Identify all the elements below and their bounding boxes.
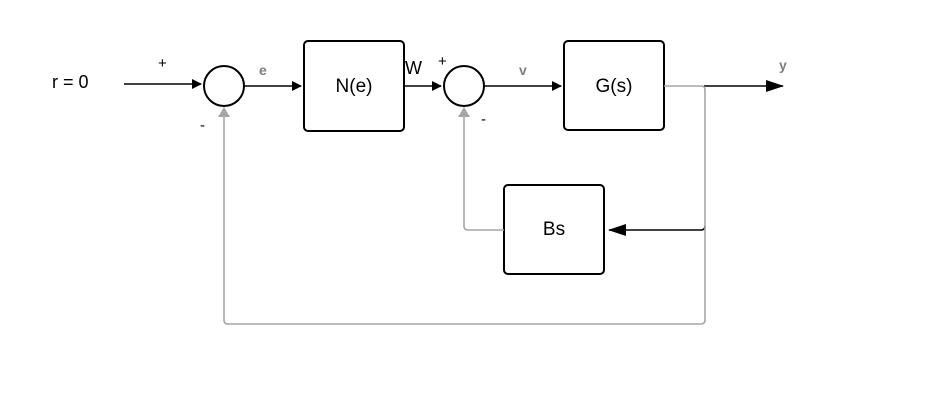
input-label: r = 0 bbox=[52, 72, 89, 92]
inner-feedback-wire bbox=[458, 107, 504, 231]
feedback-bs-input-arrow bbox=[608, 224, 706, 236]
feedback-label: Bs bbox=[543, 219, 565, 240]
sum1-plus-sign: + bbox=[158, 55, 167, 72]
summing-junction-2 bbox=[443, 65, 485, 107]
output-signal-label: y bbox=[779, 57, 787, 73]
sum2-plus-sign: + bbox=[438, 53, 447, 70]
outer-feedback-wire bbox=[218, 107, 706, 325]
v-signal-label: v bbox=[519, 62, 527, 78]
output-branch-wire bbox=[664, 85, 706, 226]
plant-label: G(s) bbox=[596, 76, 633, 97]
summing-junction-1 bbox=[203, 65, 245, 107]
w-signal-label: W bbox=[405, 58, 422, 78]
sum1-minus-sign: - bbox=[200, 117, 205, 134]
sum2-minus-sign: - bbox=[481, 111, 486, 128]
error-signal-label: e bbox=[259, 62, 267, 78]
nonlinearity-label: N(e) bbox=[336, 76, 373, 97]
